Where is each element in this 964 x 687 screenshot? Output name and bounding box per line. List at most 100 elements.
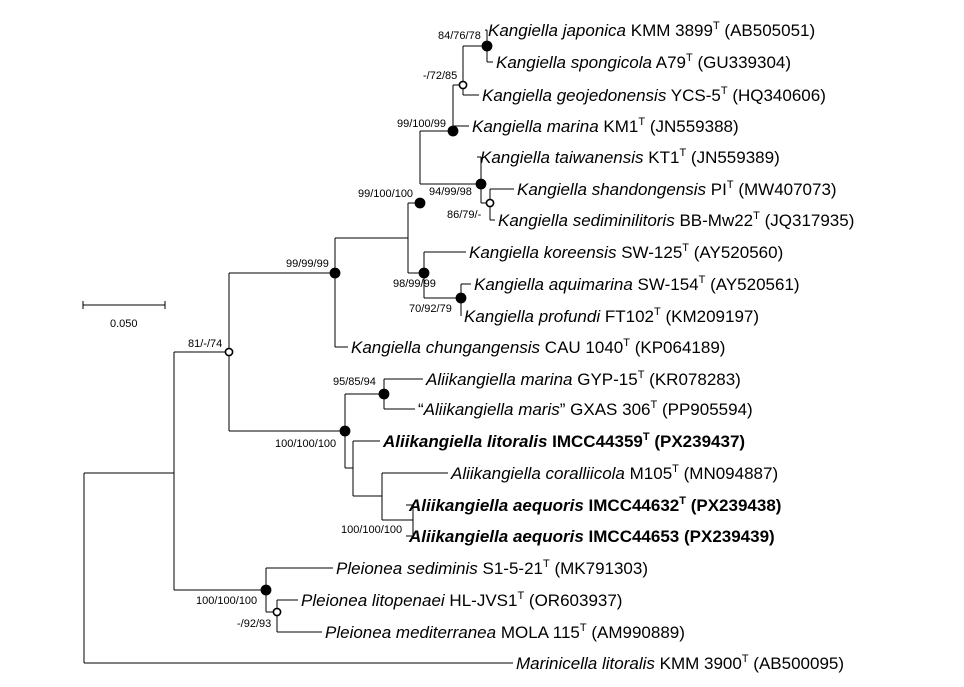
taxon-accession: (PX239438) [691, 496, 782, 515]
taxon-accession: (JN559389) [691, 148, 780, 167]
taxon-label-sediminilitoris: Kangiella sediminilitoris BB-Mw22T (JQ31… [498, 210, 854, 230]
taxon-strain: S1-5-21 [483, 559, 543, 578]
taxon-epithet: profundi [538, 307, 602, 326]
support-value-n_kang: 99/99/99 [286, 258, 329, 270]
type-strain-superscript: T [517, 590, 524, 602]
taxon-genus: Kangiella [472, 117, 542, 136]
taxon-epithet: litoralis [487, 432, 547, 451]
taxon-accession: (PP905594) [662, 400, 753, 419]
support-value-n_aq_pro: 70/92/79 [409, 303, 452, 315]
support-value-n_marina: 99/100/99 [397, 118, 446, 130]
open-node-marker [272, 607, 282, 617]
type-strain-superscript: T [650, 399, 657, 411]
taxon-strain: BB-Mw22 [679, 211, 753, 230]
taxon-accession: (AB505051) [724, 21, 815, 40]
open-node-marker [485, 198, 495, 208]
taxon-strain: KT1 [648, 148, 679, 167]
filled-node-marker [481, 40, 493, 52]
taxon-genus: Aliikangiella [425, 370, 516, 389]
taxon-label-ali_marina: Aliikangiella marina GYP-15T (KR078283) [425, 369, 741, 389]
taxon-strain: KM1 [603, 117, 638, 136]
taxon-accession: (AY520560) [694, 243, 783, 262]
support-value-n_aeq: 100/100/100 [341, 524, 402, 536]
taxon-epithet: litopenaei [372, 591, 446, 610]
taxon-label-taiwanensis: Kangiella taiwanensis KT1T (JN559389) [480, 147, 780, 167]
taxon-genus: Kangiella [464, 307, 534, 326]
taxon-epithet: aequoris [513, 527, 584, 546]
support-value-n_jap_spo: 84/76/78 [438, 30, 481, 42]
type-strain-superscript: T [753, 210, 760, 222]
open-quote: “ [418, 400, 424, 419]
taxon-epithet: marina [547, 117, 599, 136]
taxon-accession: (JN559388) [650, 117, 739, 136]
scale-bar: 0.050 [82, 301, 166, 330]
taxon-label-koreensis: Kangiella koreensis SW-125T (AY520560) [469, 242, 783, 262]
taxon-accession: (KR078283) [649, 370, 741, 389]
taxon-epithet: chungangensis [426, 338, 541, 357]
taxon-accession: (MN094887) [684, 464, 779, 483]
taxon-accession: (KP064189) [635, 338, 726, 357]
taxon-strain: A79 [656, 53, 686, 72]
taxon-label-ali_maris: “Aliikangiella maris” GXAS 306T (PP90559… [418, 399, 753, 419]
support-values: 84/76/78-/72/8599/100/9994/99/9886/79/-9… [188, 30, 482, 630]
taxon-accession: (GU339304) [697, 53, 791, 72]
taxon-genus: Kangiella [351, 338, 421, 357]
taxon-label-japonica: Kangiella japonica KMM 3899T (AB505051) [488, 20, 815, 40]
taxon-label-profundi: Kangiella profundi FT102T (KM209197) [464, 306, 759, 326]
type-strain-superscript: T [638, 369, 645, 381]
type-strain-superscript: T [623, 337, 630, 349]
taxon-epithet: spongicola [571, 53, 652, 72]
type-strain-superscript: T [699, 274, 706, 286]
support-value-n_sha_sed: 86/79/- [447, 209, 482, 221]
taxon-epithet: aquimarina [549, 275, 633, 294]
taxon-accession: (KM209197) [665, 307, 759, 326]
taxon-epithet: shandongensis [592, 180, 707, 199]
taxon-epithet: sediminis [407, 559, 478, 578]
taxon-strain: CAU 1040 [545, 338, 623, 357]
filled-node-marker [414, 197, 426, 209]
taxon-epithet: aequoris [513, 496, 584, 515]
type-strain-superscript: T [672, 463, 679, 475]
filled-node-marker [447, 125, 459, 137]
taxon-accession: (HQ340606) [732, 86, 826, 105]
support-value-n_upper: 99/100/100 [358, 188, 413, 200]
taxon-epithet: maris [518, 400, 560, 419]
taxon-strain: GYP-15 [577, 370, 637, 389]
type-strain-superscript: T [580, 622, 587, 634]
open-node-marker [458, 80, 468, 90]
taxon-label-geojedonensis: Kangiella geojedonensis YCS-5T (HQ340606… [482, 85, 826, 105]
taxon-strain: HL-JVS1 [449, 591, 517, 610]
taxon-label-marina: Kangiella marina KM1T (JN559388) [472, 116, 739, 136]
support-value-n_ali_mar: 95/85/94 [333, 376, 376, 388]
taxon-epithet: taiwanensis [555, 148, 644, 167]
taxon-strain: IMCC44632 [589, 496, 680, 515]
support-value-n_kang_ali: 81/-/74 [188, 338, 222, 350]
type-strain-superscript: T [679, 495, 686, 507]
taxon-genus: Marinicella [516, 654, 597, 673]
taxon-label-shandongensis: Kangiella shandongensis PIT (MW407073) [517, 179, 837, 199]
taxon-strain: IMCC44359 [552, 432, 643, 451]
taxon-label-ple_sediminis: Pleionea sediminis S1-5-21T (MK791303) [336, 558, 648, 578]
taxon-genus: Kangiella [517, 180, 587, 199]
support-value-n_ple_lm: -/92/93 [237, 618, 271, 630]
taxon-accession: (AY520561) [710, 275, 799, 294]
taxon-epithet: mediterranea [396, 623, 496, 642]
filled-node-marker [339, 425, 351, 437]
taxon-genus: Aliikangiella [423, 400, 514, 419]
taxon-label-marinicella: Marinicella litoralis KMM 3900T (AB50009… [516, 653, 844, 673]
taxon-strain: SW-154 [638, 275, 699, 294]
type-strain-superscript: T [654, 306, 661, 318]
taxon-strain: M105 [630, 464, 673, 483]
taxon-accession: (MW407073) [738, 180, 836, 199]
taxon-accession: (JQ317935) [765, 211, 855, 230]
taxon-label-ali_aequoris_2: Aliikangiella aequoris IMCC44653 (PX2394… [408, 527, 775, 546]
taxon-genus: Pleionea [301, 591, 367, 610]
taxon-epithet: coralliicola [546, 464, 625, 483]
filled-node-marker [418, 267, 430, 279]
filled-node-marker [455, 292, 467, 304]
taxon-genus: Aliikangiella [382, 432, 482, 451]
taxon-strain: KMM 3900 [660, 654, 742, 673]
support-value-n_kor: 98/99/99 [393, 278, 436, 290]
taxon-accession: (AM990889) [591, 623, 685, 642]
taxon-genus: Aliikangiella [408, 527, 508, 546]
